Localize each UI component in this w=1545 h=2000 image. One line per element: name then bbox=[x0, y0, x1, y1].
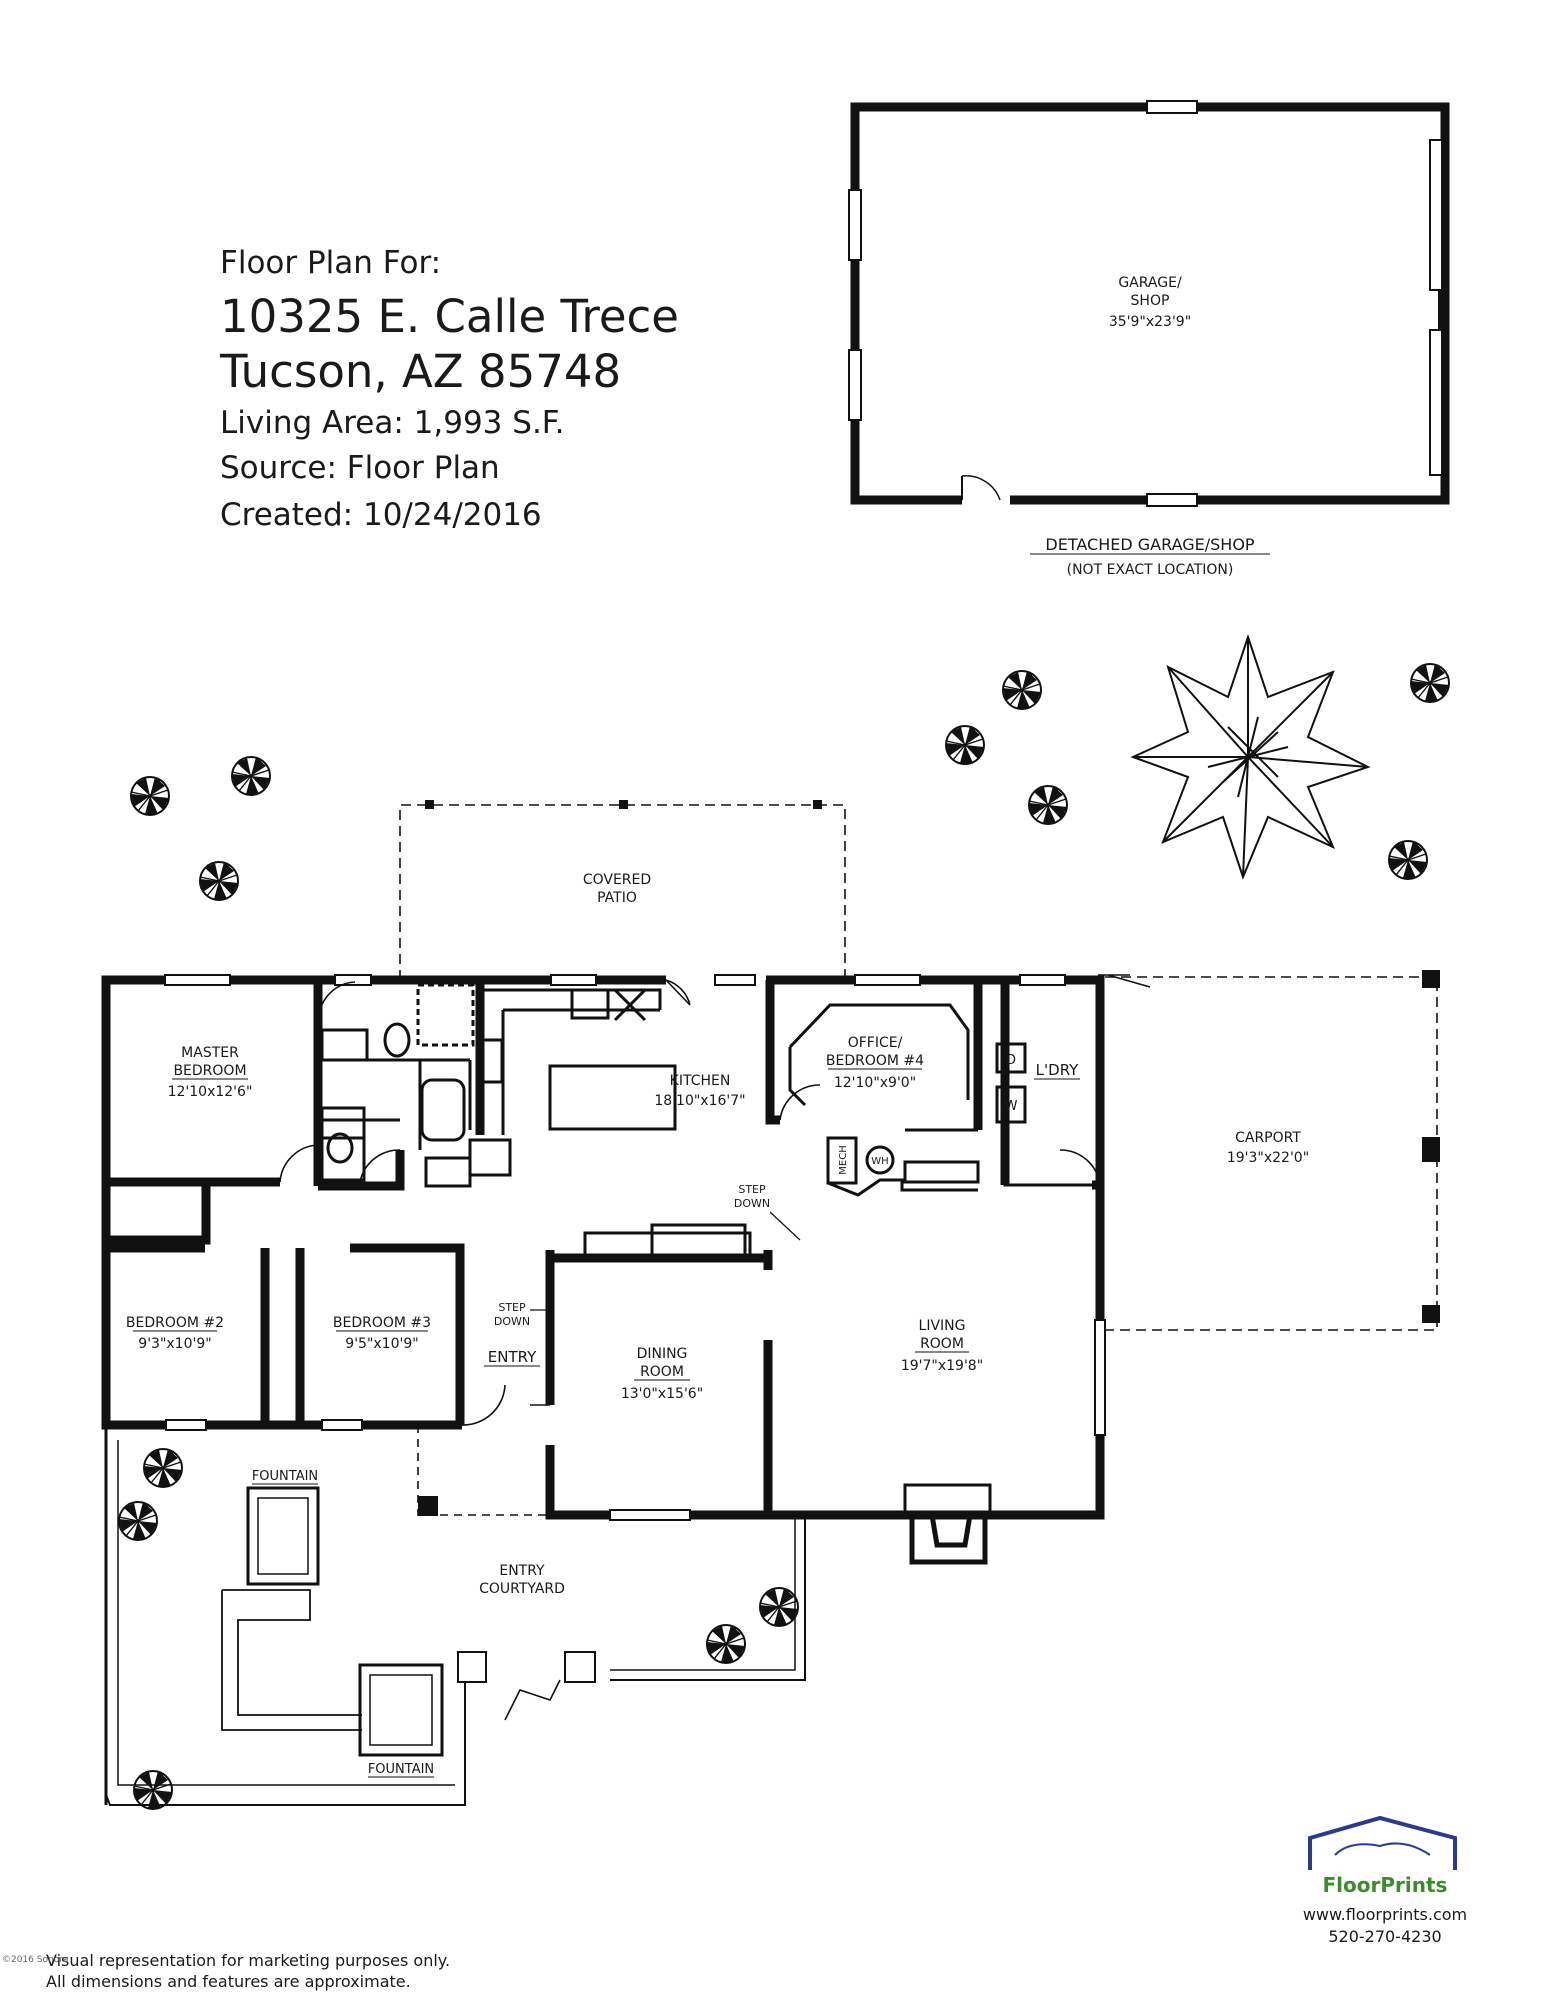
source: Source: Floor Plan bbox=[220, 450, 500, 486]
washer-label: W bbox=[1005, 1099, 1018, 1114]
patio-label-2: PATIO bbox=[597, 890, 637, 906]
header-title: Floor Plan For: bbox=[220, 245, 442, 281]
laundry-label: L'DRY bbox=[1036, 1061, 1079, 1079]
interior-fixtures bbox=[320, 983, 1100, 1565]
brand-phone: 520-270-4230 bbox=[1328, 1927, 1442, 1946]
water-heater-label: WH bbox=[871, 1156, 888, 1167]
carport-dims: 19'3"x22'0" bbox=[1227, 1150, 1309, 1166]
doors bbox=[279, 974, 1151, 1721]
dining-dims: 13'0"x15'6" bbox=[621, 1386, 703, 1402]
created-date: Created: 10/24/2016 bbox=[220, 497, 542, 533]
detached-garage: GARAGE/ SHOP 35'9"x23'9" DETACHED GARAGE… bbox=[848, 100, 1450, 578]
step-down-1b: DOWN bbox=[734, 1197, 770, 1210]
office-label-1: OFFICE/ bbox=[848, 1035, 903, 1051]
garage-dims: 35'9"x23'9" bbox=[1109, 314, 1191, 330]
fountain-label-2: FOUNTAIN bbox=[368, 1762, 434, 1777]
master-dims: 12'10x12'6" bbox=[168, 1084, 253, 1100]
carport: CARPORT 19'3"x22'0" bbox=[1105, 970, 1440, 1331]
garage-caption: DETACHED GARAGE/SHOP bbox=[1045, 535, 1255, 554]
step-down-2b: DOWN bbox=[494, 1315, 530, 1328]
living-area: Living Area: 1,993 S.F. bbox=[220, 405, 565, 441]
master-label-2: BEDROOM bbox=[173, 1063, 246, 1079]
covered-patio: COVERED PATIO bbox=[399, 800, 846, 980]
floorprints-logo bbox=[1308, 1815, 1457, 1870]
address-line-1: 10325 E. Calle Trece bbox=[220, 290, 679, 343]
landscape-shrubs bbox=[118, 663, 1450, 1810]
brand-website: www.floorprints.com bbox=[1302, 1905, 1468, 1924]
courtyard-label-1: ENTRY bbox=[499, 1563, 545, 1579]
room-labels: MASTER BEDROOM 12'10x12'6" KITCHEN 18'10… bbox=[126, 1035, 1080, 1402]
garage-label-2: SHOP bbox=[1131, 293, 1170, 309]
windows bbox=[164, 974, 1106, 1521]
disclaimer-line-1: Visual representation for marketing purp… bbox=[46, 1951, 451, 1970]
address-line-2: Tucson, AZ 85748 bbox=[220, 345, 622, 398]
living-label-1: LIVING bbox=[919, 1318, 966, 1334]
master-label-1: MASTER bbox=[181, 1045, 239, 1061]
office-label-2: BEDROOM #4 bbox=[826, 1053, 924, 1069]
mech-label: MECH bbox=[838, 1145, 849, 1174]
large-tree bbox=[1130, 633, 1371, 880]
fountain-label-1: FOUNTAIN bbox=[252, 1469, 318, 1484]
garage-note: (NOT EXACT LOCATION) bbox=[1067, 562, 1234, 578]
watermark: ©2016 Sonora bbox=[2, 1955, 69, 1965]
bedroom3-dims: 9'5"x10'9" bbox=[345, 1336, 418, 1352]
brand-name: FloorPrints bbox=[1322, 1873, 1448, 1897]
living-dims: 19'7"x19'8" bbox=[901, 1358, 983, 1374]
entry-courtyard: FOUNTAIN FOUNTAIN ENTRY COURTYARD bbox=[104, 1425, 806, 1806]
patio-label-1: COVERED bbox=[583, 872, 651, 888]
office-dims: 12'10"x9'0" bbox=[834, 1075, 916, 1091]
kitchen-label: KITCHEN bbox=[670, 1073, 731, 1089]
step-down-2a: STEP bbox=[498, 1301, 526, 1314]
footer-disclaimer: Visual representation for marketing purp… bbox=[46, 1950, 450, 1992]
courtyard-label-2: COURTYARD bbox=[479, 1581, 565, 1597]
bedroom3-label: BEDROOM #3 bbox=[333, 1315, 431, 1331]
entry-label: ENTRY bbox=[488, 1348, 537, 1366]
dining-label-1: DINING bbox=[637, 1346, 688, 1362]
bedroom2-dims: 9'3"x10'9" bbox=[138, 1336, 211, 1352]
bedroom2-label: BEDROOM #2 bbox=[126, 1315, 224, 1331]
disclaimer-line-2: All dimensions and features are approxim… bbox=[46, 1972, 411, 1991]
step-down-1a: STEP bbox=[738, 1183, 766, 1196]
carport-label: CARPORT bbox=[1235, 1130, 1301, 1146]
kitchen-dims: 18'10"x16'7" bbox=[654, 1093, 745, 1109]
living-label-2: ROOM bbox=[920, 1336, 964, 1352]
dining-label-2: ROOM bbox=[640, 1364, 684, 1380]
dryer-label: D bbox=[1006, 1053, 1016, 1068]
garage-label-1: GARAGE/ bbox=[1118, 275, 1182, 291]
house-walls bbox=[101, 975, 1105, 1520]
